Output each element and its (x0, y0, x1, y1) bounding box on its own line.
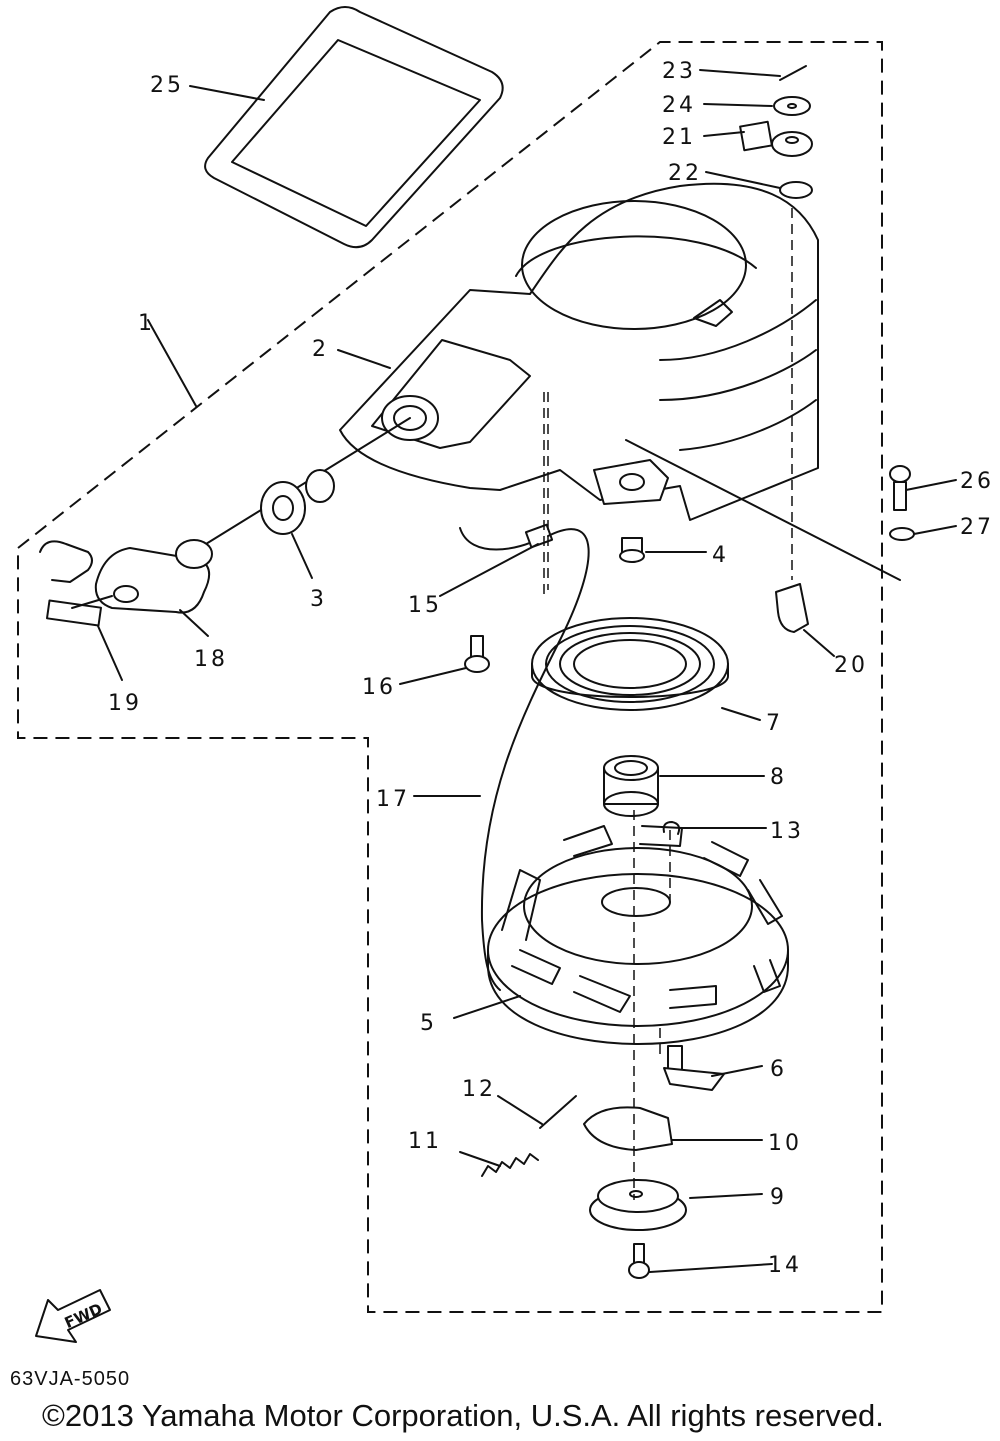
part-27-washer (889, 527, 915, 541)
part-15-fitting (459, 523, 554, 551)
center-lines (543, 208, 793, 1200)
callout-6: 6 (770, 1057, 787, 1082)
part-4-collar (619, 537, 645, 563)
part-10-plate (583, 1106, 673, 1151)
callout-26: 26 (960, 469, 994, 494)
part-6-pawl (663, 1045, 725, 1091)
callout-27: 27 (960, 515, 994, 540)
callout-19: 19 (108, 691, 142, 716)
part-18-handle (94, 539, 213, 614)
part-12-pin (539, 1095, 577, 1129)
callout-9: 9 (770, 1185, 787, 1210)
part-11-spring (481, 1153, 539, 1177)
part-19-knob (39, 540, 113, 627)
callout-17: 17 (376, 787, 410, 812)
callout-7: 7 (766, 711, 783, 736)
callout-8: 8 (770, 765, 787, 790)
part-22-spring (779, 181, 813, 199)
callout-12: 12 (462, 1077, 496, 1102)
part-3-seal (260, 469, 335, 535)
callout-16: 16 (362, 675, 396, 700)
callout-25: 25 (150, 73, 184, 98)
callout-23: 23 (662, 59, 696, 84)
part-9-cap (589, 1179, 687, 1231)
copyright-notice: ©2013 Yamaha Motor Corporation, U.S.A. A… (42, 1398, 884, 1433)
part-20-cam (775, 583, 809, 633)
part-14-bolt (628, 1243, 650, 1279)
part-26-bolt (889, 465, 911, 511)
fwd-arrow-icon: FWD (35, 1289, 111, 1343)
callout-11: 11 (408, 1129, 442, 1154)
callout-18: 18 (194, 647, 228, 672)
callout-2: 2 (312, 337, 329, 362)
callout-13: 13 (770, 819, 804, 844)
part-17-tube (480, 528, 590, 991)
part-23-pin (779, 65, 807, 81)
part-24-washer (773, 96, 811, 116)
leader-lines (97, 69, 957, 1273)
callout-4: 4 (712, 543, 729, 568)
part-7-spring (531, 617, 729, 711)
callout-14: 14 (768, 1253, 802, 1278)
part-25-plate (204, 6, 504, 249)
callout-24: 24 (662, 93, 696, 118)
callout-10: 10 (768, 1131, 802, 1156)
housing-boss (593, 459, 669, 505)
callout-3: 3 (310, 587, 327, 612)
callout-5: 5 (420, 1011, 437, 1036)
diagram-code: 63VJA-5050 (10, 1368, 131, 1390)
callout-1: 1 (138, 311, 155, 336)
callout-21: 21 (662, 125, 696, 150)
callout-15: 15 (408, 593, 442, 618)
callout-20: 20 (834, 653, 868, 678)
part-8-bushing (603, 755, 659, 817)
part-16-bolt (464, 635, 490, 673)
callout-labels: 25 1 2 3 18 19 15 16 17 4 7 8 13 5 6 12 … (108, 59, 994, 1278)
callout-22: 22 (668, 161, 702, 186)
part-1-housing (339, 182, 819, 521)
part-5-drum (487, 825, 789, 1045)
part-21-clamp (739, 120, 773, 152)
part-21-grommet (771, 131, 813, 157)
